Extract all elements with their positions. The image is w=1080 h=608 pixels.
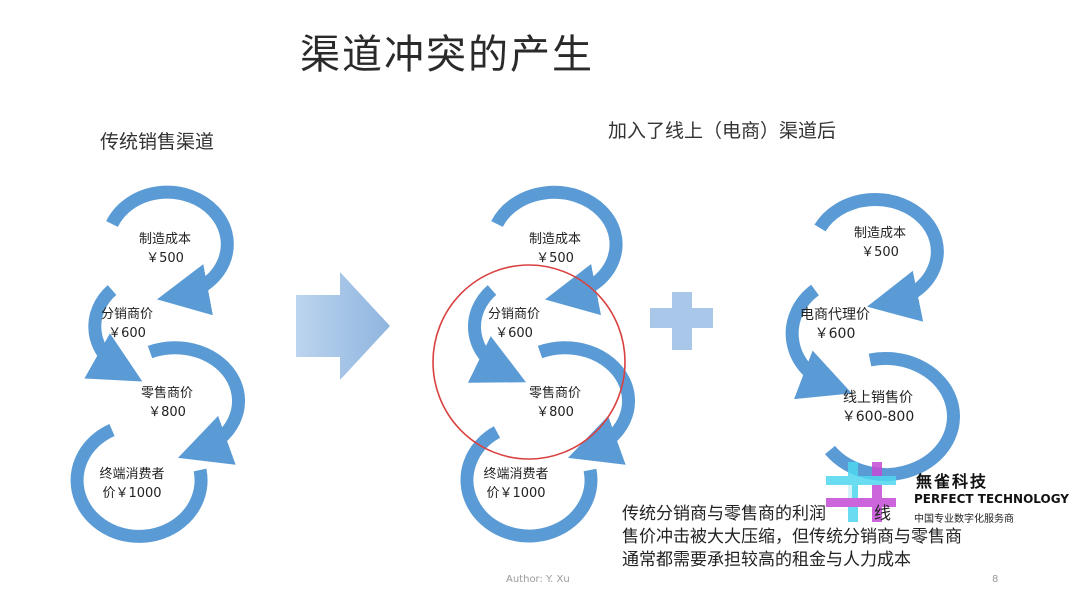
arc-3 xyxy=(147,341,245,465)
plus-sign xyxy=(650,292,713,350)
slide-title: 渠道冲突的产生 xyxy=(300,32,594,78)
traditional-node-2: 分销商价 ￥600 xyxy=(92,305,162,343)
node-label: 分销商价 xyxy=(100,307,153,322)
node-label: 终端消费者 xyxy=(483,467,549,482)
description-line-3: 通常都需要承担较高的租金与人力成本 xyxy=(622,550,911,570)
online-chain-arcs xyxy=(785,193,960,481)
node-price: ￥500 xyxy=(861,245,899,260)
node-price: ￥600-800 xyxy=(841,409,915,425)
node-label: 终端消费者 xyxy=(99,467,165,482)
description-text: 传统分销商与零售商的利润线 售价冲击被大大压缩，但传统分销商与零售商 通常都需要… xyxy=(622,503,962,572)
node-price: ￥800 xyxy=(148,405,186,420)
node-price: ￥600 xyxy=(495,326,533,341)
online-node-2: 电商代理价 ￥600 xyxy=(790,306,880,344)
author-label: Author: Y. Xu xyxy=(506,574,570,585)
arc-4 xyxy=(70,424,208,543)
arc-2 xyxy=(467,285,527,383)
arc-2 xyxy=(84,285,143,382)
arc-2 xyxy=(785,284,852,400)
left-heading: 传统销售渠道 xyxy=(100,131,215,153)
offline-node-1: 制造成本 ￥500 xyxy=(520,230,590,268)
node-label: 电商代理价 xyxy=(800,307,870,323)
node-price: 价￥1000 xyxy=(102,486,162,501)
node-price: 价￥1000 xyxy=(486,486,546,501)
arc-4 xyxy=(460,426,598,543)
node-label: 线上销售价 xyxy=(843,390,913,406)
online-node-1: 制造成本 ￥500 xyxy=(842,224,918,262)
node-label: 零售商价 xyxy=(140,386,193,401)
offline-node-2: 分销商价 ￥600 xyxy=(479,305,549,343)
watermark-tagline: 中国专业数字化服务商 xyxy=(914,514,1014,525)
node-price: ￥500 xyxy=(536,251,574,266)
highlight-circle xyxy=(432,264,626,460)
logo-mark xyxy=(826,462,896,522)
node-price: ￥600 xyxy=(108,326,146,341)
node-price: ￥500 xyxy=(146,251,184,266)
online-node-3: 线上销售价 ￥600-800 xyxy=(832,389,924,427)
node-price: ￥800 xyxy=(536,405,574,420)
node-price: ￥600 xyxy=(814,326,856,342)
offline-node-4: 终端消费者 价￥1000 xyxy=(476,465,556,503)
offline-node-3: 零售商价 ￥800 xyxy=(520,384,590,422)
traditional-node-1: 制造成本 ￥500 xyxy=(130,230,200,268)
description-line-1: 传统分销商与零售商的利润线 xyxy=(622,504,891,524)
watermark-name-cn: 無雀科技 xyxy=(916,472,989,491)
arc-1 xyxy=(814,193,944,322)
description-line-2: 售价冲击被大大压缩，但传统分销商与零售商 xyxy=(622,527,962,547)
arc-3 xyxy=(825,352,960,481)
arc-1 xyxy=(106,185,234,316)
node-label: 零售商价 xyxy=(528,386,581,401)
transition-arrow xyxy=(296,272,390,380)
page-number: 8 xyxy=(992,574,999,585)
node-label: 制造成本 xyxy=(138,232,191,247)
traditional-chain-arcs xyxy=(70,185,245,543)
right-heading: 加入了线上（电商）渠道后 xyxy=(608,120,837,142)
watermark-name-en: PERFECT TECHNOLOGY xyxy=(914,492,1069,506)
node-label: 分销商价 xyxy=(487,307,540,322)
node-label: 制造成本 xyxy=(853,226,906,241)
traditional-node-4: 终端消费者 价￥1000 xyxy=(92,465,172,503)
traditional-node-3: 零售商价 ￥800 xyxy=(132,384,202,422)
node-label: 制造成本 xyxy=(528,232,581,247)
arc-1 xyxy=(491,185,623,316)
